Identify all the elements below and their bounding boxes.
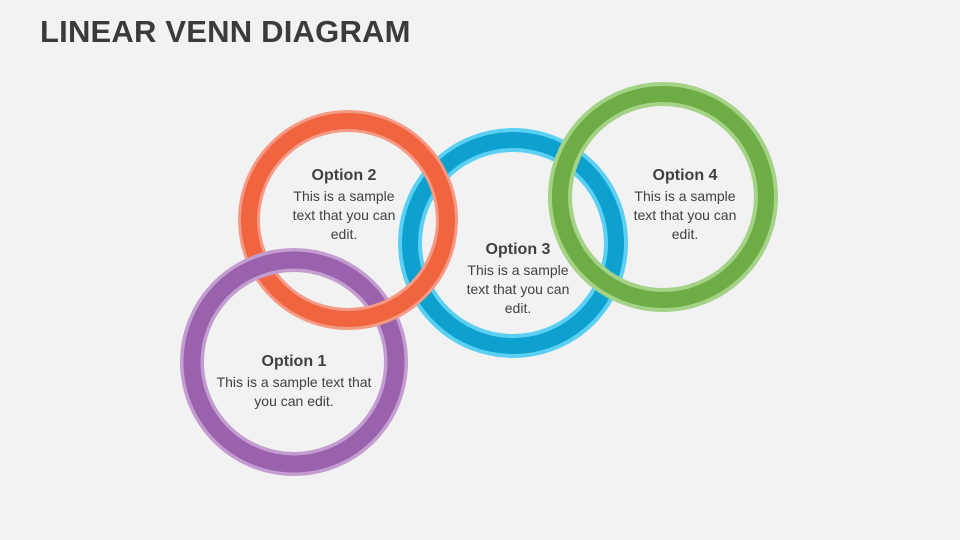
option-1-text: This is a sample text that you can edit. (216, 374, 372, 409)
option-3-text: This is a sample text that you can edit. (466, 262, 570, 316)
option-1-label: Option 1 This is a sample text that you … (214, 352, 374, 411)
option-2-heading: Option 2 (311, 167, 377, 184)
option-3-heading: Option 3 (485, 241, 551, 258)
option-4-heading: Option 4 (652, 167, 718, 184)
ring-option-4 (548, 82, 778, 312)
option-1-heading: Option 1 (261, 353, 327, 370)
ring-overlap-orange-purple (330, 240, 457, 330)
option-4-text: This is a sample text that you can edit. (633, 188, 737, 242)
option-4-label: Option 4 This is a sample text that you … (627, 166, 743, 244)
ring-option-1 (180, 248, 408, 476)
ring-option-3 (398, 128, 628, 358)
page-title: LINEAR VENN DIAGRAM (40, 14, 411, 49)
option-2-label: Option 2 This is a sample text that you … (286, 166, 402, 244)
option-2-text: This is a sample text that you can edit. (292, 188, 396, 242)
option-3-label: Option 3 This is a sample text that you … (460, 240, 576, 318)
